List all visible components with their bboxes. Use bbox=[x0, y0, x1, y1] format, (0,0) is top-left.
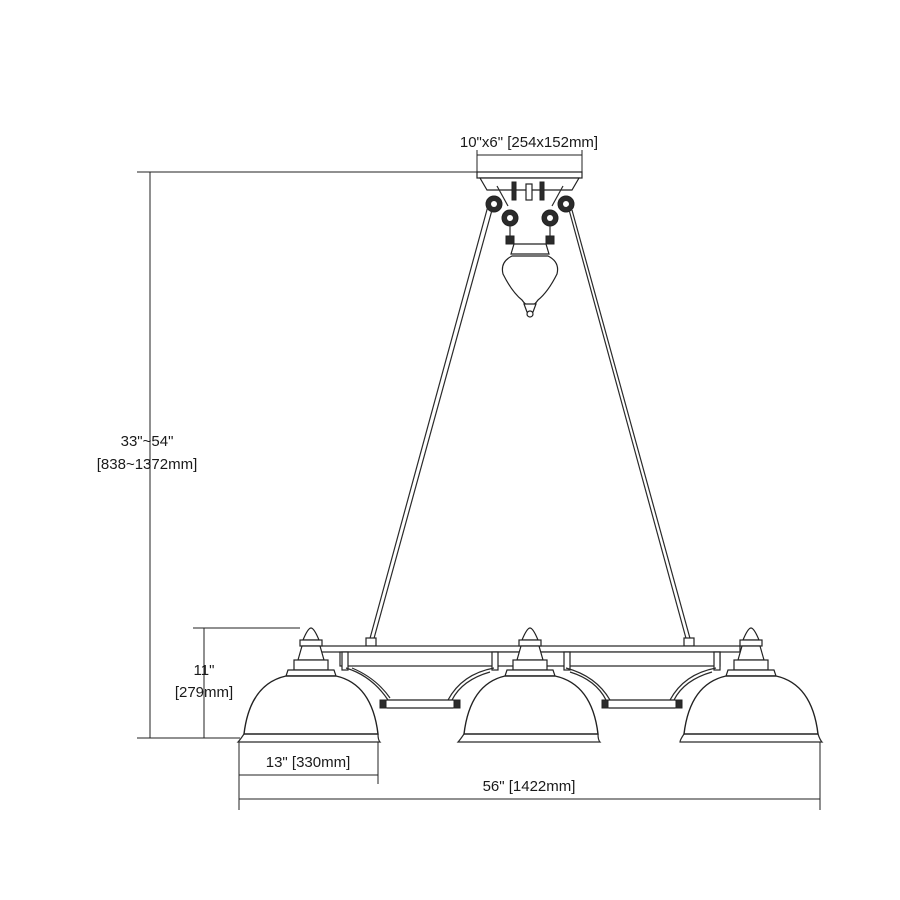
support-arms bbox=[345, 667, 717, 709]
overall-height-dimension: 33"~54" [838~1372mm] bbox=[97, 171, 482, 739]
overall-width-label: 56" [1422mm] bbox=[483, 778, 576, 795]
counterweight bbox=[501, 243, 559, 318]
pendant-shade-center bbox=[456, 627, 602, 743]
shade-height-dimension: 11" [279mm] bbox=[175, 627, 300, 738]
canopy-dimension-label: 10"x6" [254x152mm] bbox=[460, 134, 598, 151]
shade-width-label: 13" [330mm] bbox=[266, 754, 351, 771]
suspension-cables bbox=[365, 205, 695, 647]
pendant-shade-left bbox=[236, 627, 382, 743]
ceiling-canopy bbox=[476, 171, 583, 207]
shade-height-metric-label: [279mm] bbox=[175, 684, 233, 701]
overall-width-dimension: 56" [1422mm] bbox=[238, 742, 821, 810]
height-imperial-label: 33"~54" bbox=[121, 433, 174, 450]
pulley-assembly bbox=[485, 195, 575, 245]
shade-width-dimension: 13" [330mm] bbox=[238, 742, 379, 784]
height-metric-label: [838~1372mm] bbox=[97, 456, 197, 473]
shade-height-imperial-label: 11" bbox=[194, 662, 215, 679]
pendant-shade-right bbox=[679, 627, 824, 743]
canopy-width-dimension: 10"x6" [254x152mm] bbox=[460, 134, 598, 172]
